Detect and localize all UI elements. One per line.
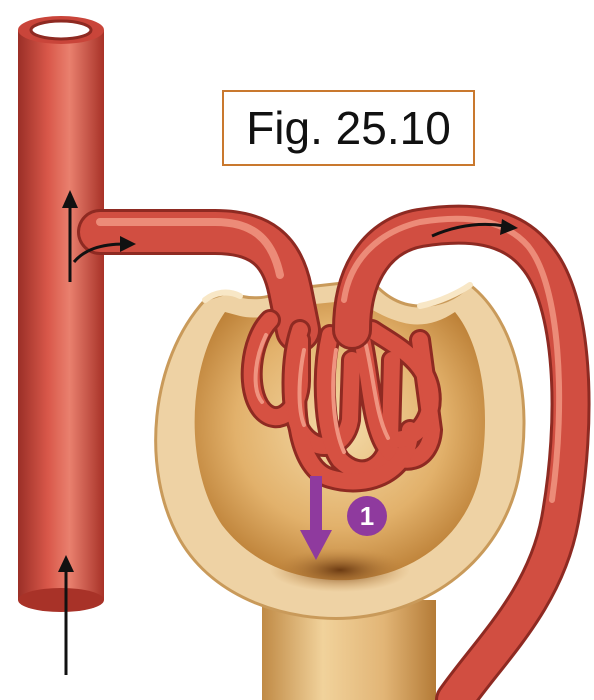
figure-label: Fig. 25.10 [222, 90, 475, 166]
interlobular-artery [18, 16, 104, 612]
step-marker-badge: 1 [347, 496, 387, 536]
